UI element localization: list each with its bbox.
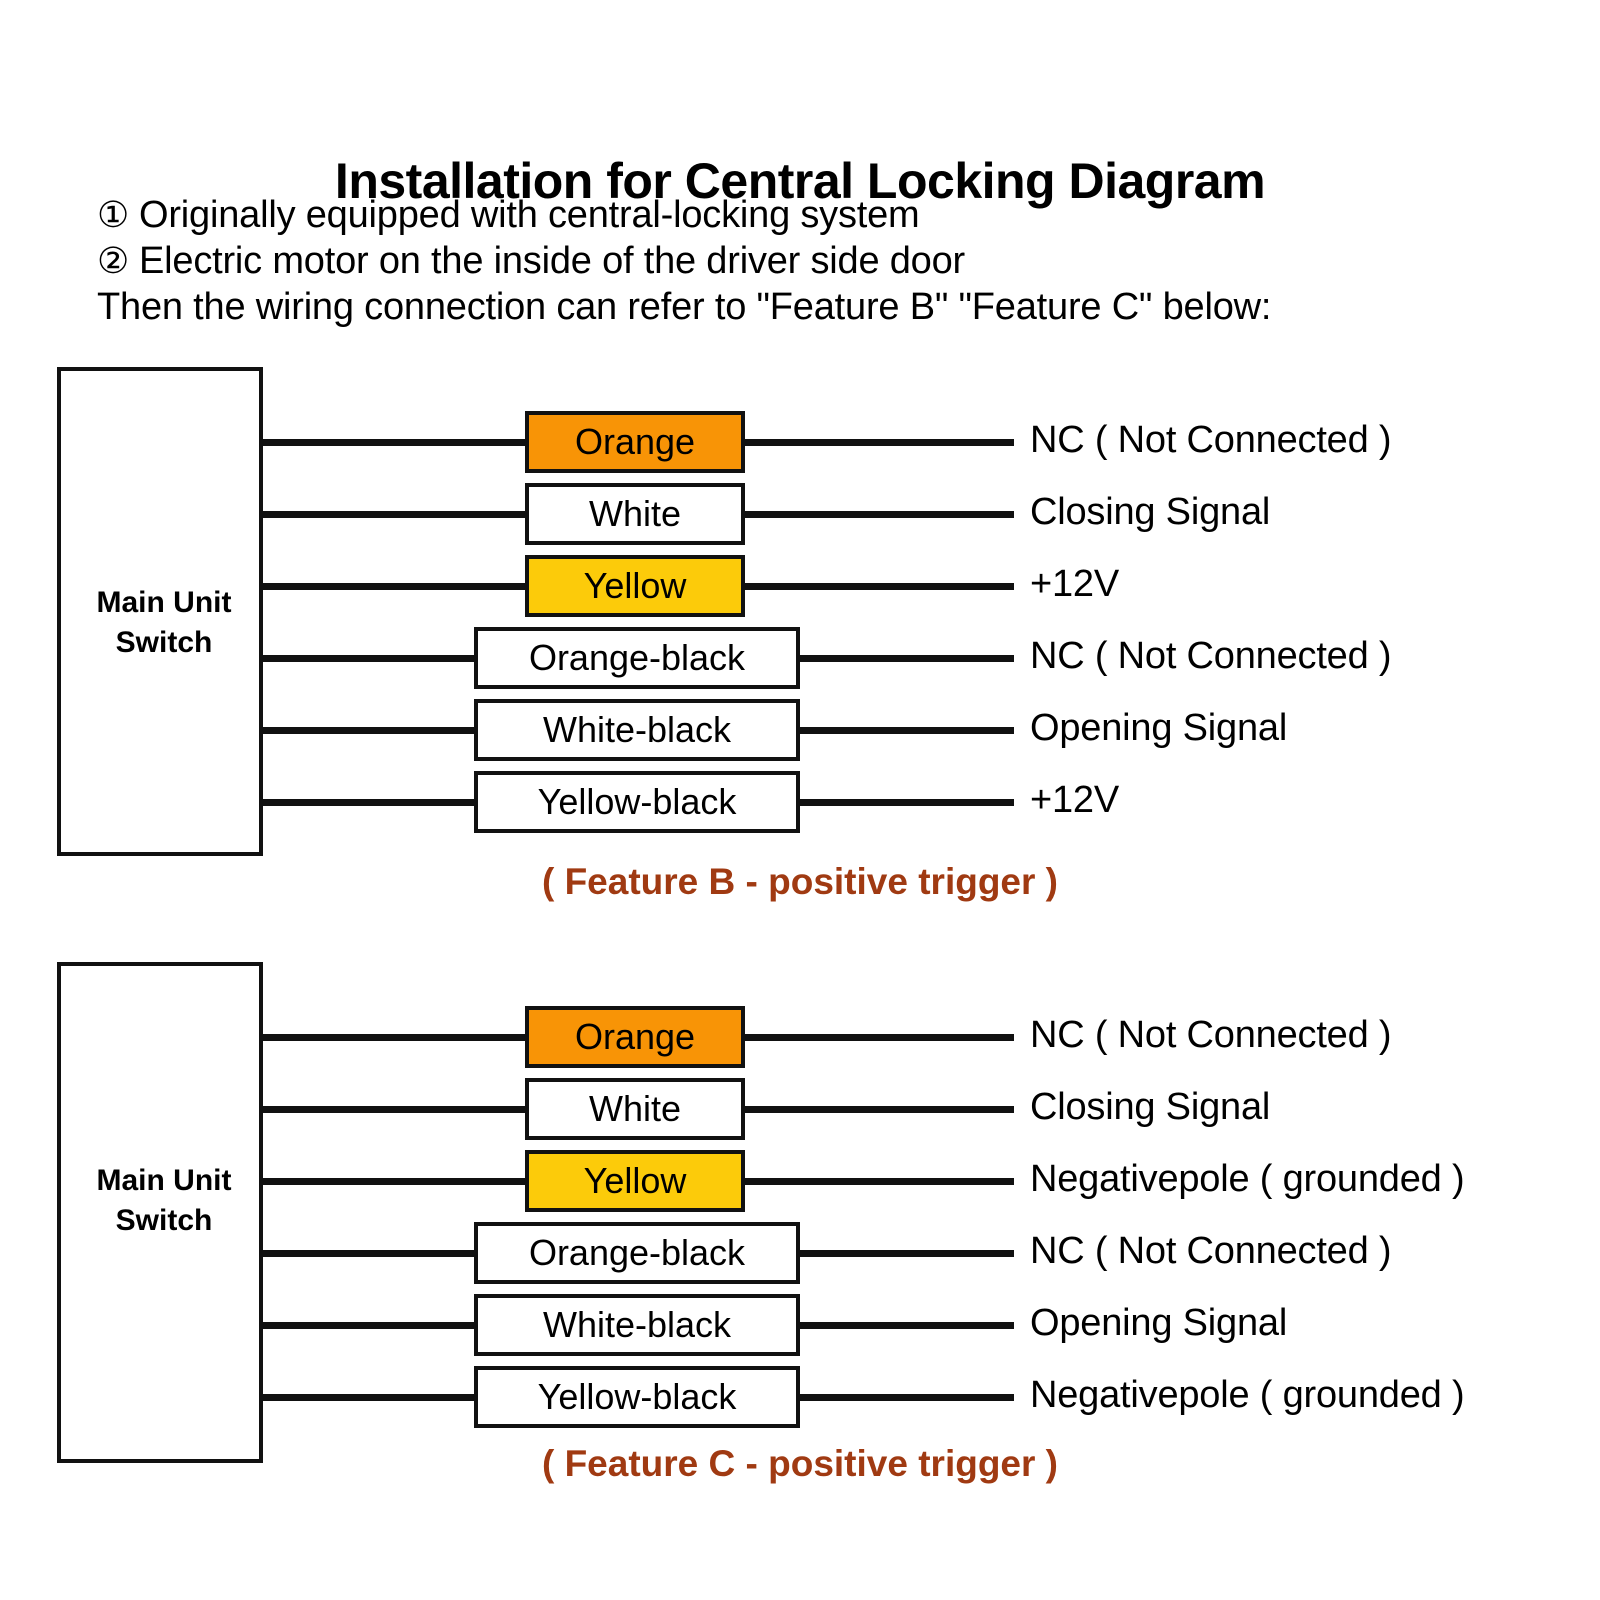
wire-color-chip: Yellow	[525, 1150, 745, 1212]
wire-function-label: +12V	[1030, 779, 1120, 821]
wire-line-left	[263, 439, 525, 446]
circled-number-2: ②	[97, 240, 130, 281]
wire-function-label: Closing Signal	[1030, 491, 1271, 533]
wire-line-right	[745, 583, 1014, 590]
wire-row: White Closing Signal	[0, 477, 1600, 549]
wire-color-chip: White	[525, 1078, 745, 1140]
wire-function-label: Negativepole ( grounded )	[1030, 1374, 1465, 1416]
wire-line-right	[800, 1250, 1014, 1257]
wire-color-chip: Yellow	[525, 555, 745, 617]
wire-line-left	[263, 1106, 525, 1113]
wire-line-right	[800, 1322, 1014, 1329]
wire-function-label: Opening Signal	[1030, 1302, 1288, 1344]
wire-color-chip: Orange-black	[474, 627, 800, 689]
wire-row: Yellow-black Negativepole ( grounded )	[0, 1360, 1600, 1432]
wire-row: White-black Opening Signal	[0, 1288, 1600, 1360]
wire-line-left	[263, 511, 525, 518]
wire-color-chip: Orange	[525, 411, 745, 473]
feature-caption-b: ( Feature B - positive trigger )	[541, 861, 1058, 902]
main-unit-switch-label: Main Unit Switch	[61, 1161, 267, 1241]
wire-line-left	[263, 1178, 525, 1185]
main-unit-switch-box: Main Unit Switch	[57, 367, 263, 856]
wire-function-label: NC ( Not Connected )	[1030, 1014, 1392, 1056]
wire-color-chip: White	[525, 483, 745, 545]
wire-row: Yellow Negativepole ( grounded )	[0, 1144, 1600, 1216]
wire-function-label: NC ( Not Connected )	[1030, 635, 1392, 677]
intro-note-3: Then the wiring connection can refer to …	[97, 284, 1527, 330]
wire-line-left	[263, 1034, 525, 1041]
wire-line-left	[263, 727, 474, 734]
wire-function-label: Negativepole ( grounded )	[1030, 1158, 1465, 1200]
page-title: Installation for Central Locking Diagram	[334, 152, 1266, 209]
wire-function-label: NC ( Not Connected )	[1030, 1230, 1392, 1272]
wire-line-right	[800, 727, 1014, 734]
wire-line-left	[263, 1250, 474, 1257]
wire-row: Orange-black NC ( Not Connected )	[0, 621, 1600, 693]
main-unit-switch-label: Main Unit Switch	[61, 583, 267, 663]
wire-function-label: Closing Signal	[1030, 1086, 1271, 1128]
wire-line-right	[745, 1178, 1014, 1185]
feature-caption-c: ( Feature C - positive trigger )	[541, 1443, 1058, 1484]
wire-line-left	[263, 655, 474, 662]
wire-line-right	[745, 439, 1014, 446]
main-unit-switch-box: Main Unit Switch	[57, 962, 263, 1463]
wire-row: Orange NC ( Not Connected )	[0, 405, 1600, 477]
wire-line-right	[745, 1106, 1014, 1113]
wire-color-chip: Orange-black	[474, 1222, 800, 1284]
wire-row: White Closing Signal	[0, 1072, 1600, 1144]
main-unit-switch-label-line2: Switch	[115, 626, 213, 659]
wire-color-chip: Orange	[525, 1006, 745, 1068]
wire-line-right	[800, 799, 1014, 806]
wire-row: Yellow +12V	[0, 549, 1600, 621]
intro-note-3-text: Then the wiring connection can refer to …	[97, 286, 1272, 328]
main-unit-switch-label-line2: Switch	[115, 1204, 213, 1237]
main-unit-switch-label-line1: Main Unit	[96, 586, 232, 619]
wire-color-chip: White-black	[474, 699, 800, 761]
wire-line-left	[263, 583, 525, 590]
intro-note-1-text: Originally equipped with central-locking…	[139, 194, 920, 236]
wire-line-left	[263, 799, 474, 806]
wire-color-chip: Yellow-black	[474, 771, 800, 833]
wire-line-right	[800, 655, 1014, 662]
wire-line-right	[745, 1034, 1014, 1041]
wire-row: Yellow-black +12V	[0, 765, 1600, 837]
wire-row: White-black Opening Signal	[0, 693, 1600, 765]
main-unit-switch-label-line1: Main Unit	[96, 1164, 232, 1197]
wire-function-label: +12V	[1030, 563, 1120, 605]
wire-function-label: NC ( Not Connected )	[1030, 419, 1392, 461]
wire-row: Orange-black NC ( Not Connected )	[0, 1216, 1600, 1288]
wire-function-label: Opening Signal	[1030, 707, 1288, 749]
intro-note-2-text: Electric motor on the inside of the driv…	[139, 240, 966, 282]
circled-number-1: ①	[97, 194, 130, 235]
wire-line-right	[745, 511, 1014, 518]
wire-row: Orange NC ( Not Connected )	[0, 1000, 1600, 1072]
wire-line-left	[263, 1394, 474, 1401]
wire-line-left	[263, 1322, 474, 1329]
wire-color-chip: White-black	[474, 1294, 800, 1356]
wire-color-chip: Yellow-black	[474, 1366, 800, 1428]
wire-line-right	[800, 1394, 1014, 1401]
